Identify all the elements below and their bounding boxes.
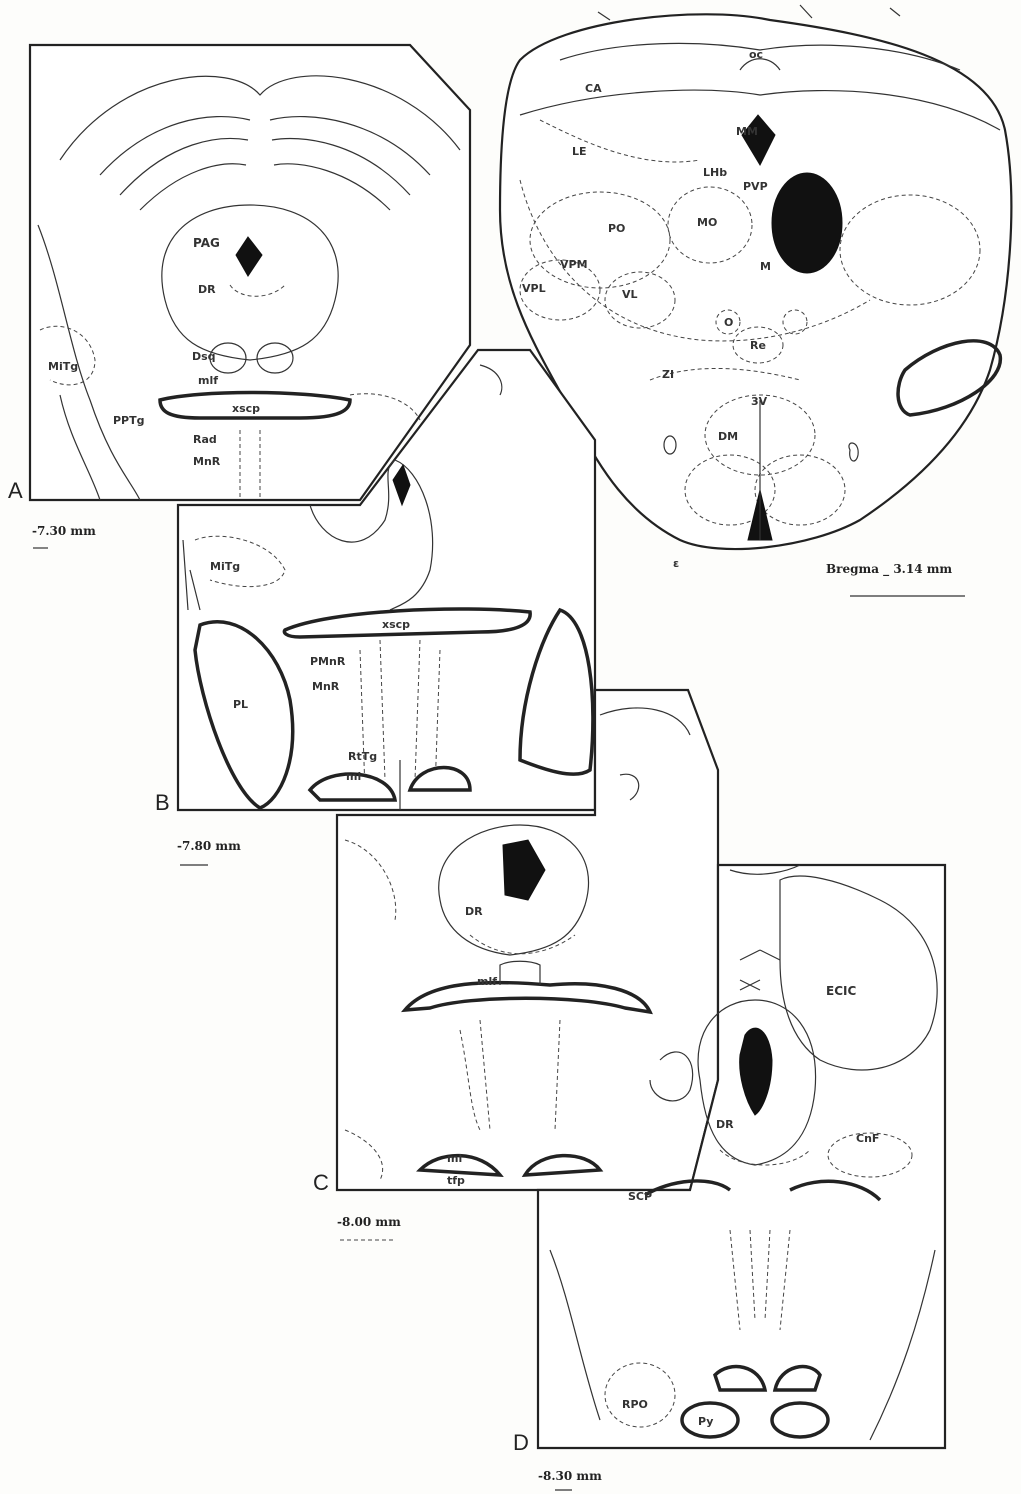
bregma-label: Bregma _ 3.14 mm	[826, 562, 952, 577]
label-dr-d: DR	[716, 1118, 734, 1131]
label-mlf-a: mlf	[198, 374, 218, 387]
panel-letter-b: B	[155, 790, 170, 815]
label-dsq: Dsq	[192, 350, 216, 363]
label-rpo: RPO	[622, 1398, 648, 1411]
label-po: PO	[608, 222, 625, 235]
label-le: LE	[572, 145, 587, 158]
label-ml-b: ml	[346, 770, 361, 783]
label-dr-c: DR	[465, 905, 483, 918]
panel-a	[30, 45, 470, 500]
label-m: M	[760, 260, 771, 273]
label-mlf-c: mlf	[477, 975, 497, 988]
label-dm: DM	[718, 430, 738, 443]
label-ca: CA	[585, 82, 602, 95]
scale-b: -7.80 mm	[177, 839, 241, 853]
label-xscp-b: xscp	[382, 618, 410, 631]
label-dr-a: DR	[198, 283, 216, 296]
label-ml-c: ml	[447, 1152, 462, 1165]
label-pvp: PVP	[743, 180, 768, 193]
label-mm: MM	[736, 125, 758, 138]
label-o: O	[724, 316, 733, 329]
label-epsilon: ε	[673, 557, 679, 570]
label-cnf: CnF	[856, 1132, 879, 1145]
label-mitg-b: MiTg	[210, 560, 240, 573]
label-re: Re	[750, 339, 766, 352]
label-mitg-a: MiTg	[48, 360, 78, 373]
label-py: Py	[698, 1415, 713, 1428]
panel-letter-a: A	[8, 478, 23, 503]
scale-d: -8.30 mm	[538, 1469, 602, 1483]
label-mnr-b: MnR	[312, 680, 340, 693]
label-tfp: tfp	[447, 1174, 465, 1187]
label-pmnr: PMnR	[310, 655, 346, 668]
label-vpl: VPL	[522, 282, 546, 295]
scale-a: -7.30 mm	[32, 524, 96, 538]
label-pag: PAG	[193, 236, 220, 250]
label-rttg: RtTg	[348, 750, 377, 763]
label-3v: 3V	[751, 395, 768, 408]
label-vpm: VPM	[560, 258, 588, 271]
label-vl: VL	[622, 288, 638, 301]
panel-letter-d: D	[513, 1430, 529, 1455]
label-zi: ZI	[662, 368, 674, 381]
label-oc: oc	[749, 48, 763, 61]
label-ecic: ECIC	[826, 984, 856, 998]
label-mo: MO	[697, 216, 717, 229]
label-rad: Rad	[193, 433, 217, 446]
panel-letter-c: C	[313, 1170, 329, 1195]
scale-c: -8.00 mm	[337, 1215, 401, 1229]
label-mnr-a: MnR	[193, 455, 221, 468]
label-xscp-a: xscp	[232, 402, 260, 415]
label-lhb: LHb	[703, 166, 727, 179]
label-scp: SCP	[628, 1190, 652, 1203]
label-pptg: PPTg	[113, 414, 145, 427]
label-pl: PL	[233, 698, 248, 711]
